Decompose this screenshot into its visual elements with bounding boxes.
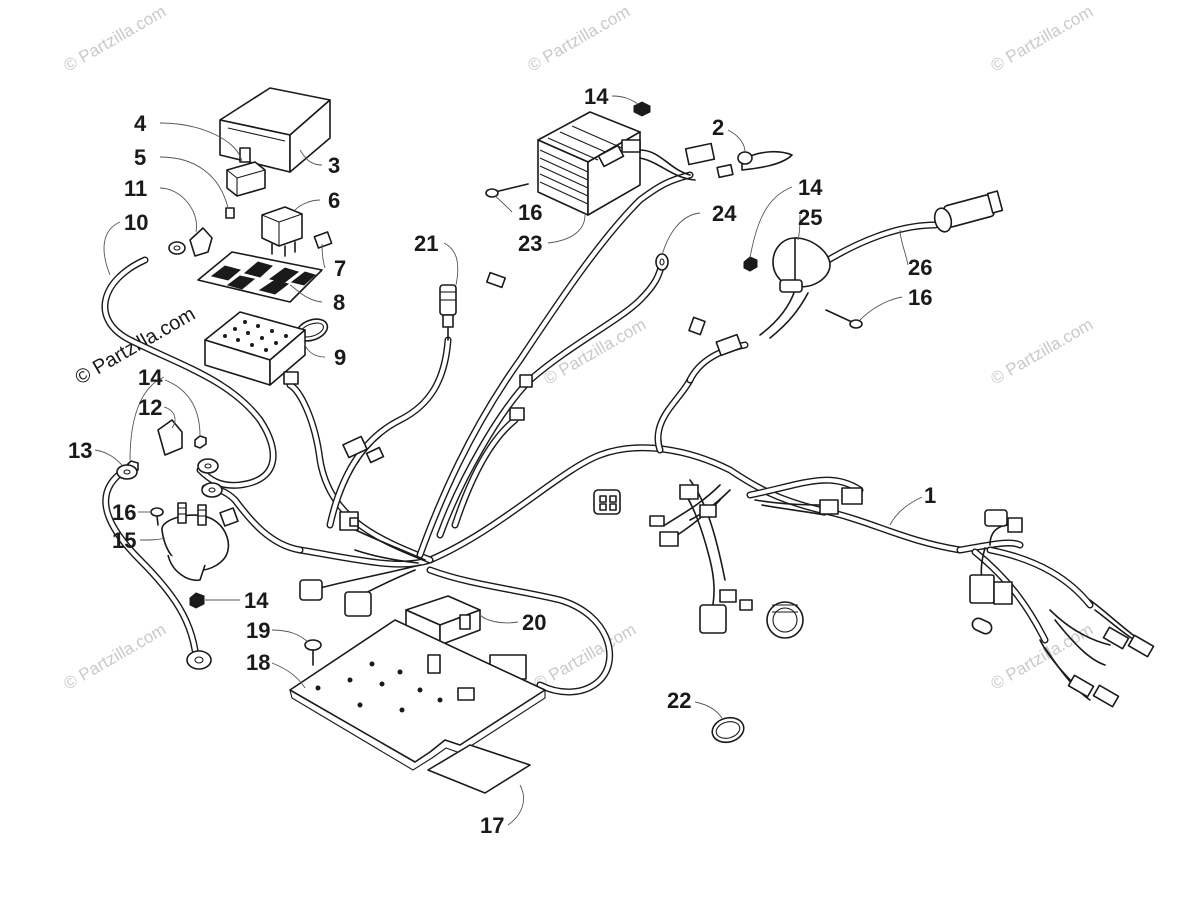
callout-16: 16 xyxy=(112,500,136,525)
decal-label xyxy=(427,744,531,794)
callout-16: 16 xyxy=(908,285,932,310)
harness-wires xyxy=(101,171,1094,696)
callout-23: 23 xyxy=(518,231,542,256)
callout-3: 3 xyxy=(328,153,340,178)
callout-26: 26 xyxy=(908,255,932,280)
callout-14: 14 xyxy=(138,365,163,390)
watermark: © Partzilla.com xyxy=(61,2,170,76)
speed-sensor xyxy=(772,237,831,293)
callout-22: 22 xyxy=(667,688,691,713)
protective-boot xyxy=(737,150,793,171)
callout-24: 24 xyxy=(712,201,737,226)
terminal-boot-12 xyxy=(157,419,183,456)
screw xyxy=(485,183,529,198)
nut xyxy=(633,101,651,117)
fuse-box-cover xyxy=(219,87,331,173)
relay-small xyxy=(226,161,266,197)
indicator-light xyxy=(766,601,804,639)
callout-17: 17 xyxy=(480,813,504,838)
screw xyxy=(150,507,164,526)
callout-6: 6 xyxy=(328,188,340,213)
watermark: © Partzilla.com xyxy=(531,620,640,694)
callout-25: 25 xyxy=(798,205,822,230)
callout-15: 15 xyxy=(112,528,136,553)
callout-20: 20 xyxy=(522,610,546,635)
fuse-blade-small xyxy=(225,207,235,219)
ring-terminal xyxy=(201,482,223,498)
callout-13: 13 xyxy=(68,438,92,463)
callout-labels: 14 2 4 5 3 11 6 10 7 8 9 21 16 23 24 14 … xyxy=(68,84,936,838)
mounting-plate xyxy=(289,619,546,771)
watermark: © Partzilla.com xyxy=(525,2,634,76)
oxygen-sensor xyxy=(439,284,457,341)
watermark: © Partzilla.com xyxy=(988,2,1097,76)
callout-19: 19 xyxy=(246,618,270,643)
callout-9: 9 xyxy=(334,345,346,370)
callout-16: 16 xyxy=(518,200,542,225)
ring-terminal-bottom xyxy=(186,650,212,670)
terminal-boot xyxy=(168,227,213,257)
nut xyxy=(189,592,205,609)
callout-10: 10 xyxy=(124,210,148,235)
callout-2: 2 xyxy=(712,115,724,140)
callout-14: 14 xyxy=(244,588,269,613)
callout-11: 11 xyxy=(124,176,147,201)
relay xyxy=(261,206,303,257)
callout-12: 12 xyxy=(138,395,162,420)
callout-18: 18 xyxy=(246,650,270,675)
push-rivet xyxy=(304,639,322,666)
nut xyxy=(743,256,758,272)
ring-terminal xyxy=(197,458,219,474)
callout-8: 8 xyxy=(333,290,345,315)
nut xyxy=(194,435,207,449)
screw xyxy=(825,309,863,329)
fuse-box-base xyxy=(204,311,306,386)
callout-7: 7 xyxy=(334,256,346,281)
ring-terminal-24 xyxy=(655,253,669,271)
callout-14: 14 xyxy=(584,84,609,109)
callout-21: 21 xyxy=(414,231,438,256)
sensor-plug xyxy=(933,190,1004,233)
watermark: © Partzilla.com xyxy=(61,620,170,694)
callout-1: 1 xyxy=(924,483,936,508)
cable-clamp xyxy=(711,716,745,744)
blade-fuse xyxy=(313,231,333,249)
regulator-connector xyxy=(639,142,734,181)
ring-terminal-13 xyxy=(116,464,138,480)
callout-4: 4 xyxy=(134,111,147,136)
harness-connectors xyxy=(299,271,1155,708)
fuse-block-board xyxy=(197,251,323,303)
callout-14: 14 xyxy=(798,175,823,200)
leader-lines xyxy=(94,95,923,826)
voltage-regulator xyxy=(537,111,641,216)
watermark: © Partzilla.com xyxy=(988,315,1097,389)
watermark: © Partzilla.com xyxy=(541,315,650,389)
callout-5: 5 xyxy=(134,145,146,170)
starter-relay xyxy=(161,502,239,581)
